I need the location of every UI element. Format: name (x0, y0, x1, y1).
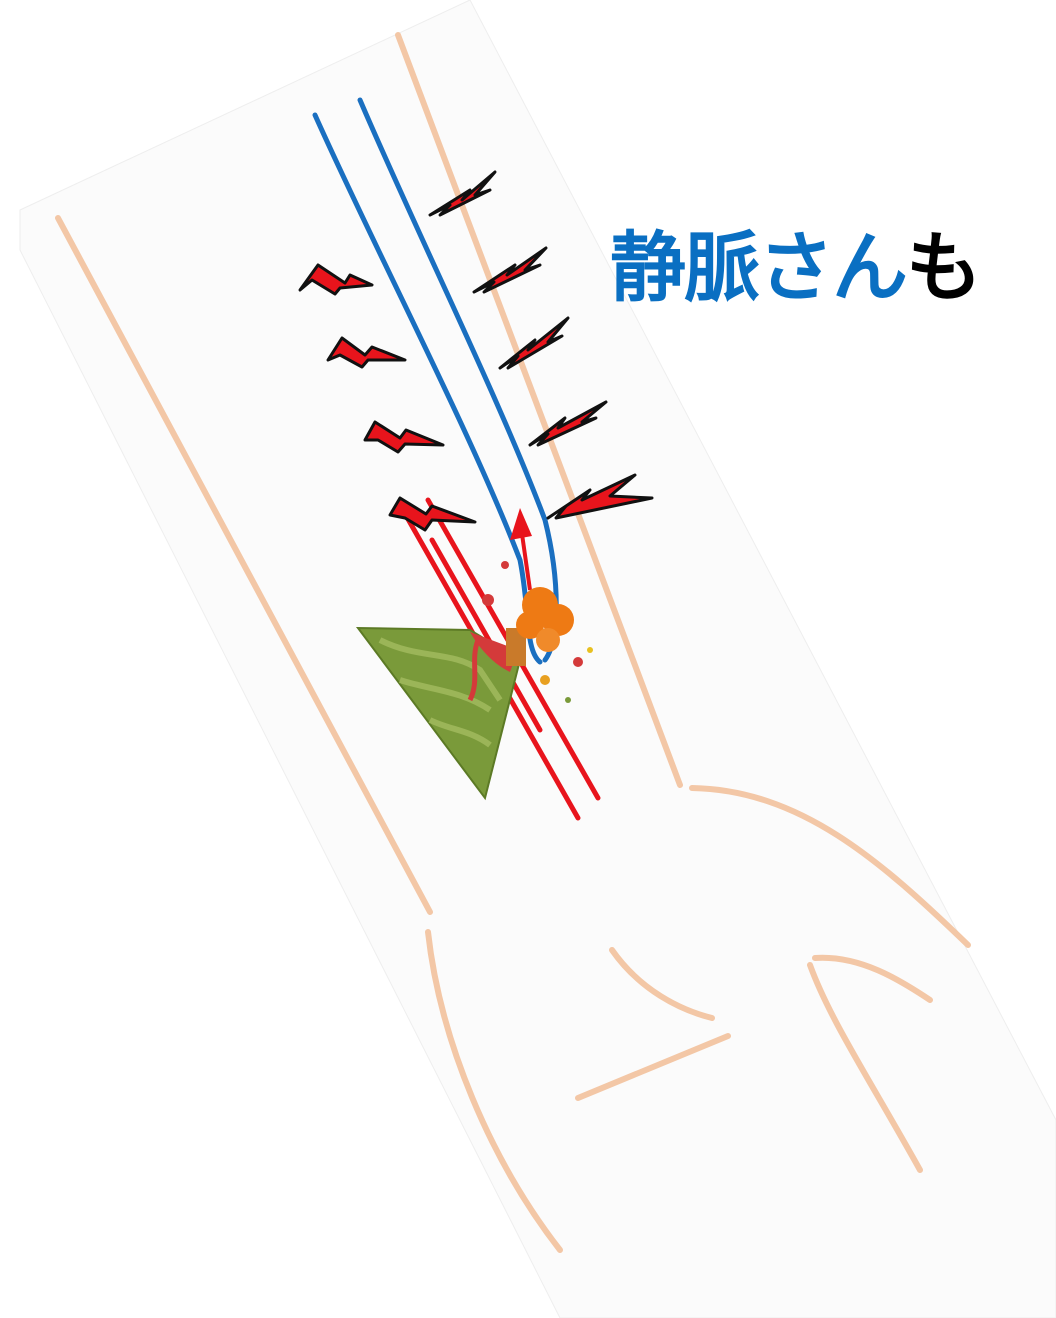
hand-top-edge (689, 785, 971, 948)
caption-highlight: 静脈さん (610, 223, 908, 312)
lightning-bolt-icon (388, 496, 477, 532)
caption-rest: も (906, 223, 982, 312)
lightning-bolt-icon (472, 246, 548, 294)
palm-crease-1 (609, 947, 715, 1021)
shock-bolts (298, 170, 654, 532)
arm-outline (55, 32, 971, 1253)
arm-left-edge (55, 215, 433, 915)
lightning-bolt-icon (546, 473, 654, 520)
flow-arrow-icon (510, 508, 532, 591)
lightning-bolt-icon (528, 400, 608, 447)
wrist-left-edge (425, 929, 563, 1253)
lightning-bolt-icon (428, 170, 497, 217)
caption-text: 静脈さんも (610, 222, 982, 313)
lightning-bolt-icon (498, 316, 570, 370)
erupting-volcano-icon (355, 561, 593, 801)
thumb-outline-2 (812, 954, 933, 1003)
lightning-bolt-icon (298, 263, 374, 296)
lightning-bolt-icon (326, 336, 407, 369)
palm-crease-2 (575, 1033, 731, 1101)
artery-line-3 (429, 537, 543, 733)
arm-right-edge (395, 32, 683, 788)
thumb-outline-1 (807, 962, 923, 1173)
lightning-bolt-icon (363, 420, 445, 454)
